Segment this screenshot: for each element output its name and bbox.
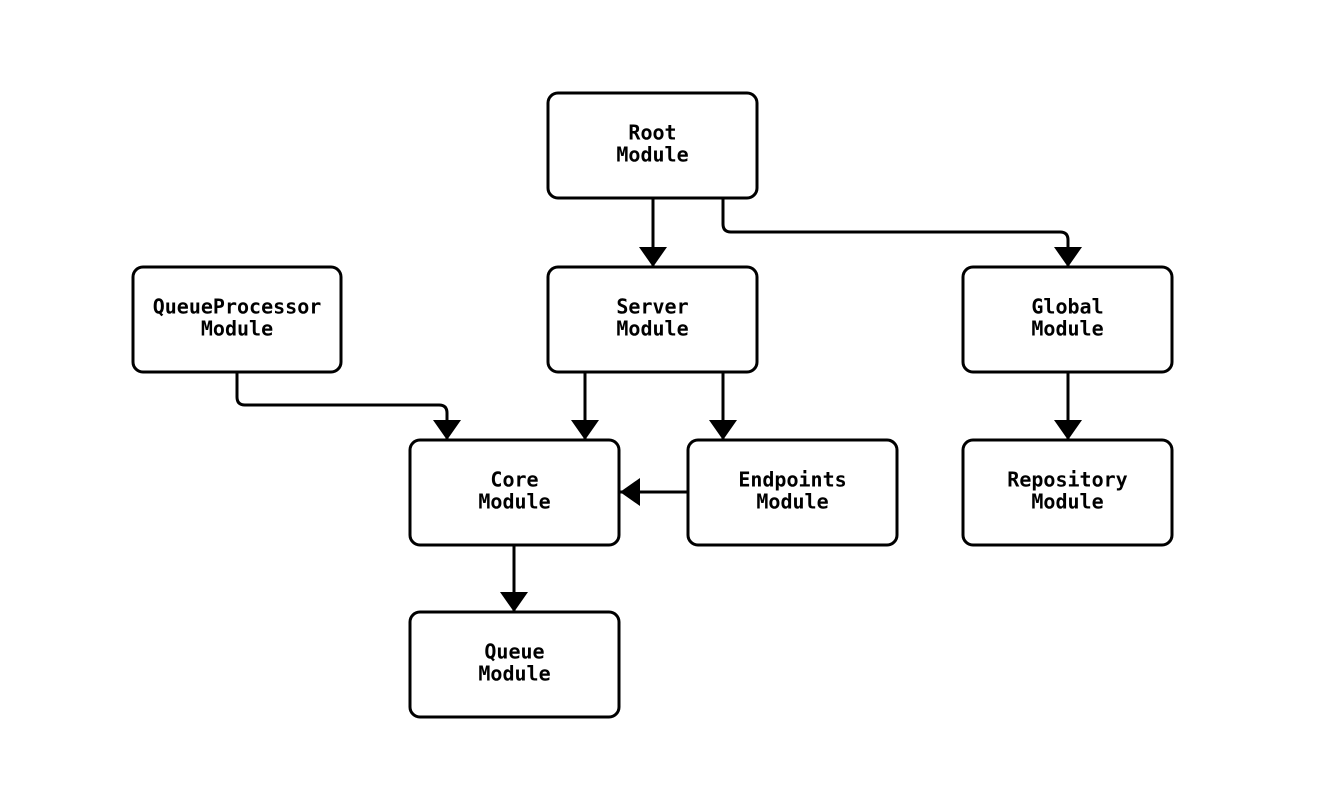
- node-label-line: QueueProcessor: [153, 295, 322, 319]
- node-box: [408, 438, 621, 547]
- edge-queueprocessor-to-core: [235, 372, 461, 440]
- edge-root-to-global: [721, 198, 1082, 267]
- node-label-line: Module: [1031, 490, 1103, 514]
- node-label-line: Global: [1031, 295, 1103, 319]
- node-label-line: Endpoints: [738, 468, 846, 492]
- node-box: [686, 438, 899, 547]
- node-label-line: Queue: [484, 640, 544, 664]
- node-label-line: Repository: [1007, 468, 1127, 492]
- node-label-line: Module: [756, 490, 828, 514]
- node-box: [131, 265, 343, 374]
- edges-layer: [235, 198, 1082, 612]
- node-box: [546, 91, 759, 200]
- node-label-line: Module: [478, 490, 550, 514]
- node-label-line: Module: [1031, 317, 1103, 341]
- node-label-line: Module: [616, 143, 688, 167]
- node-label-line: Module: [201, 317, 273, 341]
- node-label-line: Server: [616, 295, 688, 319]
- node-label-line: Module: [616, 317, 688, 341]
- node-label-line: Module: [478, 662, 550, 686]
- node-box: [546, 265, 759, 374]
- node-box: [408, 610, 621, 719]
- node-label-line: Core: [490, 468, 538, 492]
- node-box: [961, 438, 1174, 547]
- node-label-line: Root: [628, 121, 676, 145]
- node-box: [961, 265, 1174, 374]
